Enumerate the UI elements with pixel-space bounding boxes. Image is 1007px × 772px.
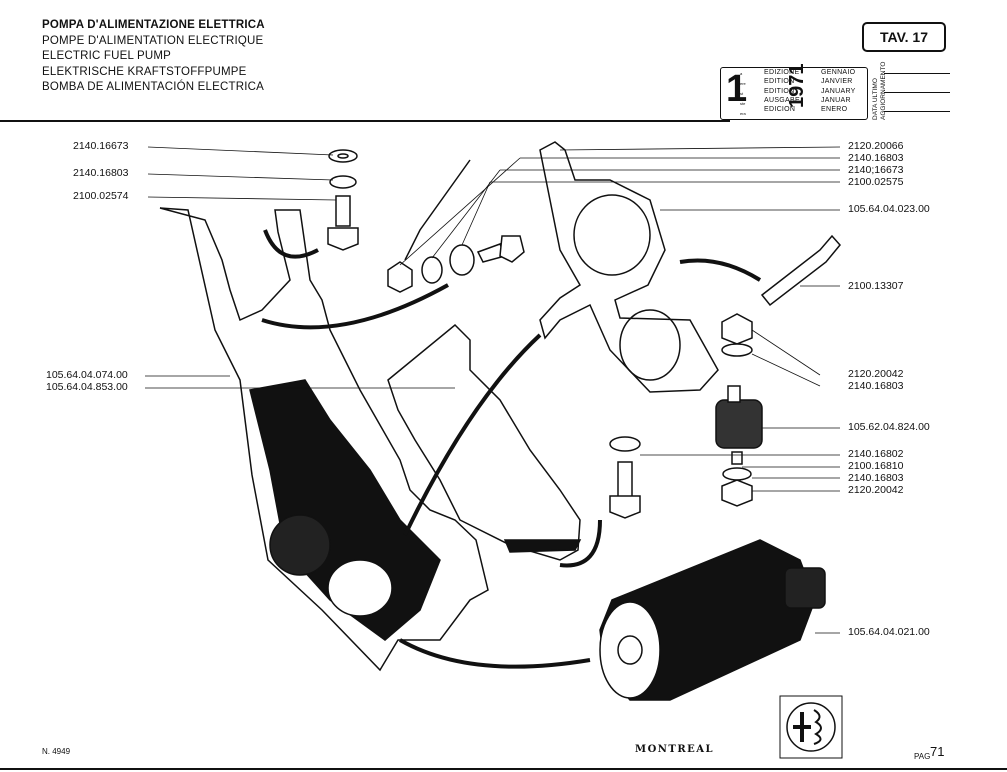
title-es: BOMBA DE ALIMENTACIÓN ELECTRICA xyxy=(42,81,264,93)
part-label: 2100.02574 xyxy=(73,190,129,202)
edition-number: 1 xyxy=(726,68,748,110)
guard-flange xyxy=(503,539,582,553)
part-label: 105.64.04.021.00 xyxy=(848,626,930,638)
edition-label: EDITION xyxy=(764,88,795,95)
header-rule xyxy=(0,120,730,122)
part-label: 2100.16810 xyxy=(848,460,904,472)
lock-washer-icon xyxy=(721,343,753,357)
update-line xyxy=(884,92,950,93)
washer-icon xyxy=(421,256,443,284)
title-fr: POMPE D'ALIMENTATION ELECTRIQUE xyxy=(42,34,264,47)
guard-plate xyxy=(387,323,581,561)
edition-suffix: st xyxy=(740,91,744,96)
edition-suffix: ere xyxy=(740,81,746,86)
washer-icon xyxy=(449,244,475,276)
pump-body-front xyxy=(269,514,331,576)
long-screw xyxy=(760,234,841,307)
title-it: POMPA D'ALIMENTAZIONE ELETTRICA xyxy=(42,19,265,31)
title-de: ELEKTRISCHE KRAFTSTOFFPUMPE xyxy=(42,65,247,78)
part-label: 2140.16802 xyxy=(848,448,904,460)
lock-washer-icon xyxy=(329,175,357,189)
part-label: 2140.16803 xyxy=(848,152,904,164)
part-label: 105.62.04.824.00 xyxy=(848,421,930,433)
assembly-arrow xyxy=(399,638,591,669)
part-label: 2100.02575 xyxy=(848,176,904,188)
part-label: 2120.20066 xyxy=(848,140,904,152)
washer-icon xyxy=(609,436,641,452)
pump-body-back xyxy=(327,559,393,617)
edition-month: ENERO xyxy=(821,106,848,113)
edition-box xyxy=(720,67,868,120)
part-label: 2140.16803 xyxy=(848,380,904,392)
edition-month: JANVIER xyxy=(821,78,853,85)
bolt-icon xyxy=(617,461,633,498)
assembly-arrow xyxy=(263,229,319,259)
nut-icon xyxy=(721,479,753,507)
part-label: 2120.20042 xyxy=(848,484,904,496)
edition-label: EDITION xyxy=(764,78,795,85)
part-label: 105.64.04.853.00 xyxy=(46,381,128,393)
assembly-arrow xyxy=(404,159,471,261)
part-label: 2140.16673 xyxy=(73,140,129,152)
part-label: 105.64.04.074.00 xyxy=(46,369,128,381)
nut-icon xyxy=(721,313,753,345)
assembly-arrow xyxy=(679,258,762,282)
edition-suffix: ste xyxy=(740,101,746,106)
part-label: 2140.16803 xyxy=(73,167,129,179)
page-number: 71 xyxy=(930,744,945,759)
edition-label: AUSGABE xyxy=(764,97,800,104)
edition-label: EDIZIONE xyxy=(764,69,800,76)
doc-number: N. 4949 xyxy=(42,747,71,756)
assembly-arrow xyxy=(403,333,542,536)
update-line xyxy=(884,73,950,74)
assembly-arrow xyxy=(261,283,449,330)
part-label: 2140;16673 xyxy=(848,164,904,176)
edition-month: JANUARY xyxy=(821,88,856,95)
part-label: 2140.16803 xyxy=(848,472,904,484)
assembly-arrow xyxy=(559,519,602,568)
edition-month: JANUAR xyxy=(821,97,851,104)
table-ref-badge: TAV. 17 xyxy=(862,22,946,52)
rubber-mount xyxy=(715,399,763,449)
edition-suffix: a xyxy=(740,71,743,76)
part-label: 2120.20042 xyxy=(848,368,904,380)
nut-icon xyxy=(387,261,413,293)
update-line xyxy=(884,111,950,112)
edition-month: GENNAIO xyxy=(821,69,856,76)
part-label: 2100.13307 xyxy=(848,280,904,292)
page-label: PAG xyxy=(914,752,931,761)
clamp-drawing xyxy=(539,141,719,393)
brand-wordmark: MONTREAL xyxy=(635,744,715,755)
bolt-icon xyxy=(335,195,351,227)
edition-label: EDICION xyxy=(764,106,796,113)
title-en: ELECTRIC FUEL PUMP xyxy=(42,50,172,62)
title-block: POMPA D'ALIMENTAZIONE ELETTRICA POMPE D'… xyxy=(42,18,265,96)
part-label: 105.64.04.023.00 xyxy=(848,203,930,215)
edition-suffix: era xyxy=(740,111,746,116)
lock-washer-icon xyxy=(722,467,752,481)
